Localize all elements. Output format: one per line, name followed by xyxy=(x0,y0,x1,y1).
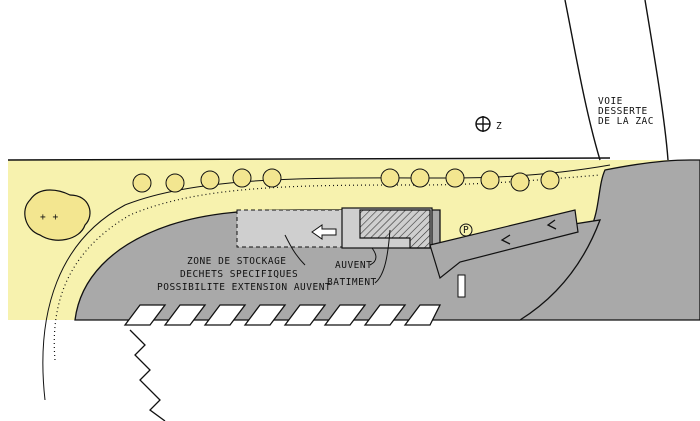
canopy-label: AUVENT xyxy=(335,260,372,271)
site-boundary-top xyxy=(7,157,611,161)
storage-label-line2: DECHETS SPECIFIQUES xyxy=(180,269,298,280)
stepped-boundary xyxy=(129,329,166,421)
leader-line xyxy=(369,247,377,266)
hedge-curve xyxy=(53,174,601,361)
parking-spaces xyxy=(123,304,442,326)
road-label-line2: DESSERTE xyxy=(598,106,648,117)
road-label-line3: DE LA ZAC xyxy=(598,116,654,127)
leader-line xyxy=(284,234,306,266)
stairs xyxy=(457,274,466,298)
entry-ramp xyxy=(429,209,579,280)
direction-arrow-icon xyxy=(500,219,557,245)
road-edge-left xyxy=(564,0,601,161)
road-label-line1: VOIE xyxy=(598,96,623,107)
tree-row xyxy=(132,168,560,193)
storage-label-line1: ZONE DE STOCKAGE xyxy=(187,256,287,267)
building xyxy=(359,209,431,249)
storage-label-line3: POSSIBILITE EXTENSION AUVENT xyxy=(157,282,331,293)
parking-sign-icon xyxy=(459,223,473,237)
tree-marks: + + xyxy=(40,212,59,223)
tree-clump xyxy=(24,189,91,241)
parking-sign-label: P xyxy=(463,225,469,236)
north-arrow-icon xyxy=(475,116,491,132)
building-label: BATIMENT xyxy=(327,277,377,288)
leader-line xyxy=(374,229,391,284)
north-label: Z xyxy=(496,121,502,132)
road-edge-right xyxy=(644,0,669,161)
arrow-left-icon xyxy=(311,224,337,240)
